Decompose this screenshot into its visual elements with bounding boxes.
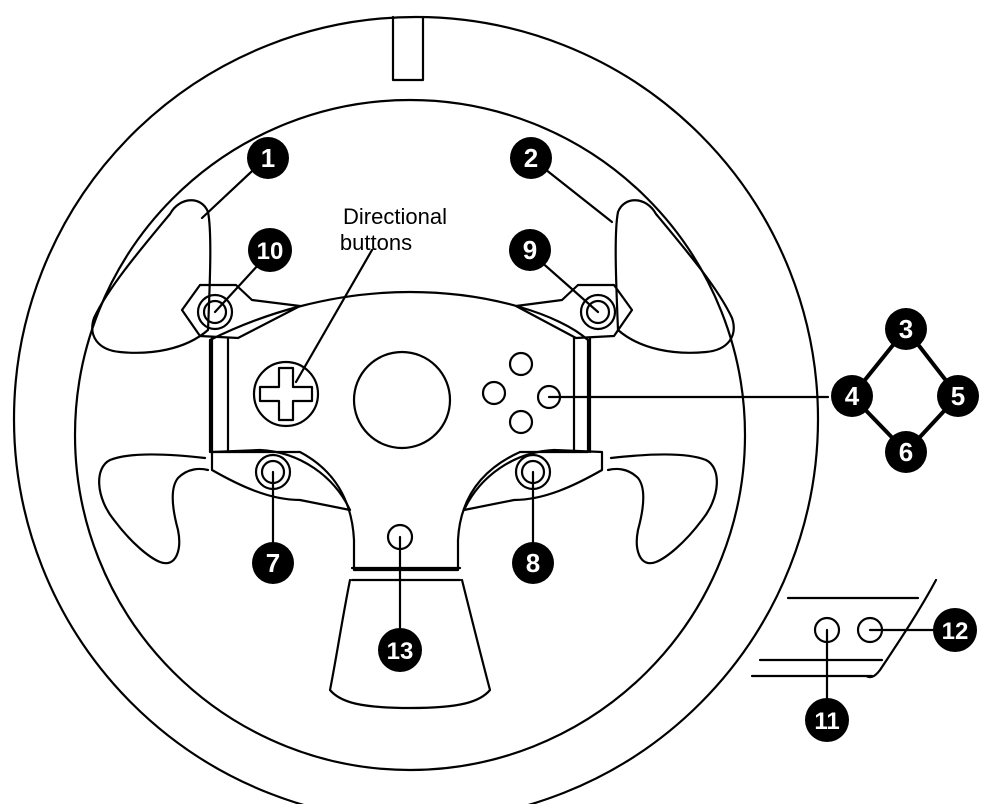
button-10-outer <box>196 293 234 331</box>
rim-center-marker <box>391 15 425 82</box>
svg-text:11: 11 <box>814 708 839 735</box>
action-button-top <box>508 351 534 377</box>
svg-text:1: 1 <box>261 143 275 173</box>
svg-text:9: 9 <box>523 235 537 265</box>
badge-12: 12 <box>933 608 977 652</box>
right-lower-paddle <box>606 453 718 565</box>
svg-text:3: 3 <box>899 314 913 344</box>
center-logo-circle <box>352 350 452 450</box>
badge-9: 9 <box>509 229 551 271</box>
right-upper-mount <box>514 283 634 340</box>
left-lower-paddle <box>98 453 210 565</box>
left-upper-mount <box>180 283 302 340</box>
wheel-rim-outer <box>13 16 819 804</box>
dpad-cross <box>258 366 314 422</box>
badge-7: 7 <box>252 542 294 584</box>
leader-directional <box>294 248 374 384</box>
badge-6: 6 <box>885 431 927 473</box>
svg-text:5: 5 <box>951 381 965 411</box>
dpad <box>252 360 320 428</box>
badge-3: 3 <box>885 308 927 350</box>
badge-10: 10 <box>248 228 292 272</box>
action-button-left <box>481 380 507 406</box>
badge-13: 13 <box>378 628 422 672</box>
svg-text:4: 4 <box>845 381 860 411</box>
inset-lines <box>750 578 938 679</box>
button-9-outer <box>579 293 617 331</box>
right-upper-paddle <box>614 199 735 354</box>
svg-text:13: 13 <box>387 638 414 665</box>
badge-2: 2 <box>510 137 552 179</box>
left-lower-mount <box>210 448 352 512</box>
lower-spoke <box>328 578 492 710</box>
badge-1: 1 <box>247 137 289 179</box>
wheel-rim-inner <box>73 98 747 772</box>
svg-text:2: 2 <box>524 143 538 173</box>
badge-4: 4 <box>831 375 873 417</box>
badge-5: 5 <box>937 375 979 417</box>
hub-right-bar <box>572 336 592 454</box>
hub-left-bar <box>210 336 230 454</box>
badge-11: 11 <box>805 698 849 742</box>
left-upper-paddle <box>91 199 212 354</box>
button-10-inner <box>202 299 228 325</box>
wheel-hub <box>208 290 590 572</box>
action-button-bottom <box>508 409 534 435</box>
badge-8: 8 <box>512 542 554 584</box>
directional-buttons-caption-line2: buttons <box>340 230 412 255</box>
svg-text:6: 6 <box>899 437 913 467</box>
lower-spoke-band <box>350 566 462 582</box>
svg-text:8: 8 <box>526 548 540 578</box>
svg-text:12: 12 <box>942 618 969 645</box>
svg-text:7: 7 <box>266 548 280 578</box>
directional-buttons-caption-line1: Directional <box>343 204 447 229</box>
svg-text:10: 10 <box>257 238 284 265</box>
button-9-inner <box>585 299 611 325</box>
